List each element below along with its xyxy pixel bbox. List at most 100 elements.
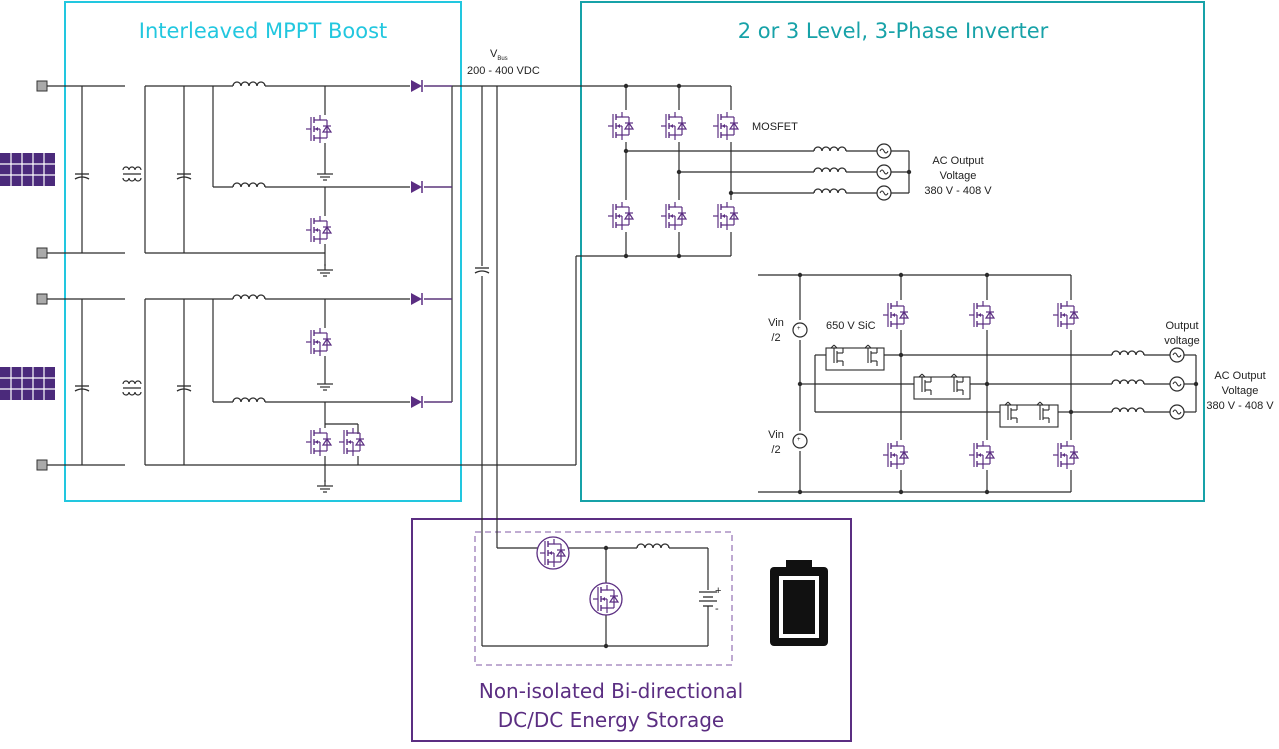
solar-panel-top-icon <box>0 152 56 187</box>
storage-inner-dashed-box <box>474 531 733 666</box>
inverter-switch-low-c <box>712 201 739 231</box>
vin-top-label-line2: /2 <box>771 332 780 344</box>
input-terminal-2 <box>36 247 48 259</box>
boost-diode-4 <box>410 395 423 409</box>
t-type-low-a <box>882 440 909 470</box>
sic-label: 650 V SiC <box>826 320 876 332</box>
inverter-block-border <box>580 1 1205 502</box>
t-type-high-b <box>968 300 995 330</box>
three-level-node-10 <box>1068 409 1074 415</box>
t-type-ac-output-line2: Voltage <box>1222 385 1259 397</box>
inverter-node-3 <box>623 148 629 154</box>
t-type-inductor-c <box>1111 407 1145 413</box>
boost-diode-3 <box>410 292 423 306</box>
storage-block-border <box>411 518 852 742</box>
three-level-wiring <box>758 274 1197 493</box>
storage-cell-symbol <box>699 591 717 607</box>
storage-title-line1: Non-isolated Bi-directional <box>479 679 743 703</box>
inverter-switch-high-c <box>712 111 739 141</box>
boost-inductor-2 <box>232 182 266 188</box>
vin-bottom-label-line2: /2 <box>771 444 780 456</box>
storage-inductor <box>636 543 670 549</box>
inverter-switch-low-b <box>660 201 687 231</box>
ac-source-c-icon <box>876 185 892 201</box>
bus-voltage-label: VBus <box>490 48 508 62</box>
three-level-node-7 <box>797 381 803 387</box>
ac-output-label-line2: Voltage <box>940 170 977 182</box>
inverter-inductor-c <box>813 188 847 194</box>
ac-source-a-icon <box>876 143 892 159</box>
three-level-node-5 <box>898 489 904 495</box>
ground-4 <box>316 479 334 493</box>
dc-source-bottom-icon <box>792 433 808 449</box>
three-level-node-11 <box>1193 381 1199 387</box>
boost-switch-1 <box>305 114 332 144</box>
sic-switch-wiring <box>825 347 1059 428</box>
storage-plus-label: + <box>715 585 721 597</box>
input-terminal-3 <box>36 293 48 305</box>
output-voltage-label-line1: Output <box>1165 320 1198 332</box>
t-type-high-c <box>1052 300 1079 330</box>
inverter-inductor-a <box>813 146 847 152</box>
boost-diode-1 <box>410 79 423 93</box>
storage-title-line2: DC/DC Energy Storage <box>498 708 724 732</box>
ground-2 <box>316 263 334 277</box>
inverter-node-8 <box>906 169 912 175</box>
boost-inductor-3 <box>232 294 266 300</box>
boost-inductor-1 <box>232 81 266 87</box>
input-terminal-4 <box>36 459 48 471</box>
output-voltage-label-line2: voltage <box>1164 335 1199 347</box>
inverter-node-7 <box>676 253 682 259</box>
t-type-inductor-b <box>1111 379 1145 385</box>
inverter-wiring <box>625 85 910 256</box>
storage-minus-label: - <box>715 603 719 615</box>
t-type-ac-source-c-icon <box>1169 404 1185 420</box>
inverter-node-2 <box>676 83 682 89</box>
dc-source-top-polarity: + <box>797 326 801 332</box>
inverter-node-4 <box>676 169 682 175</box>
three-level-node-4 <box>797 489 803 495</box>
three-level-node-3 <box>984 272 990 278</box>
ac-output-label-line1: AC Output <box>932 155 983 167</box>
bus-voltage-range: 200 - 400 VDC <box>467 65 540 77</box>
t-type-ac-source-a-icon <box>1169 347 1185 363</box>
input-terminal-1 <box>36 80 48 92</box>
t-type-high-a <box>882 300 909 330</box>
storage-node-1 <box>603 545 609 551</box>
t-type-ac-output-line1: AC Output <box>1214 370 1265 382</box>
three-level-node-2 <box>898 272 904 278</box>
ac-source-b-icon <box>876 164 892 180</box>
three-level-node-8 <box>898 352 904 358</box>
inverter-block-title: 2 or 3 Level, 3-Phase Inverter <box>738 19 1049 43</box>
ac-output-label-line3: 380 V - 408 V <box>924 185 992 197</box>
boost-switch-2 <box>305 215 332 245</box>
three-level-node-1 <box>797 272 803 278</box>
boost-diode-2 <box>410 180 423 194</box>
inverter-switch-high-b <box>660 111 687 141</box>
boost-inductor-4 <box>232 397 266 403</box>
t-type-low-b <box>968 440 995 470</box>
mppt-block-border <box>64 1 462 502</box>
mppt-block-title: Interleaved MPPT Boost <box>139 19 388 43</box>
dc-source-bottom-polarity: + <box>797 437 801 443</box>
mppt-output-wires <box>424 85 452 403</box>
solar-panel-bottom-icon <box>0 366 56 401</box>
battery-icon <box>770 560 828 646</box>
vin-top-label-line1: Vin <box>768 317 784 329</box>
t-type-low-c <box>1052 440 1079 470</box>
storage-node-2 <box>603 643 609 649</box>
bypass-switch <box>338 427 365 457</box>
inverter-switch-high-a <box>607 111 634 141</box>
three-level-node-9 <box>984 381 990 387</box>
three-level-node-6 <box>984 489 990 495</box>
t-type-ac-source-b-icon <box>1169 376 1185 392</box>
t-type-inductor-a <box>1111 350 1145 356</box>
ground-1 <box>316 167 334 181</box>
inverter-inductor-b <box>813 167 847 173</box>
mppt-wiring <box>47 85 731 646</box>
inverter-switch-low-a <box>607 201 634 231</box>
dc-source-top-icon <box>792 322 808 338</box>
mosfet-label: MOSFET <box>752 121 798 133</box>
vin-bottom-label-line1: Vin <box>768 429 784 441</box>
